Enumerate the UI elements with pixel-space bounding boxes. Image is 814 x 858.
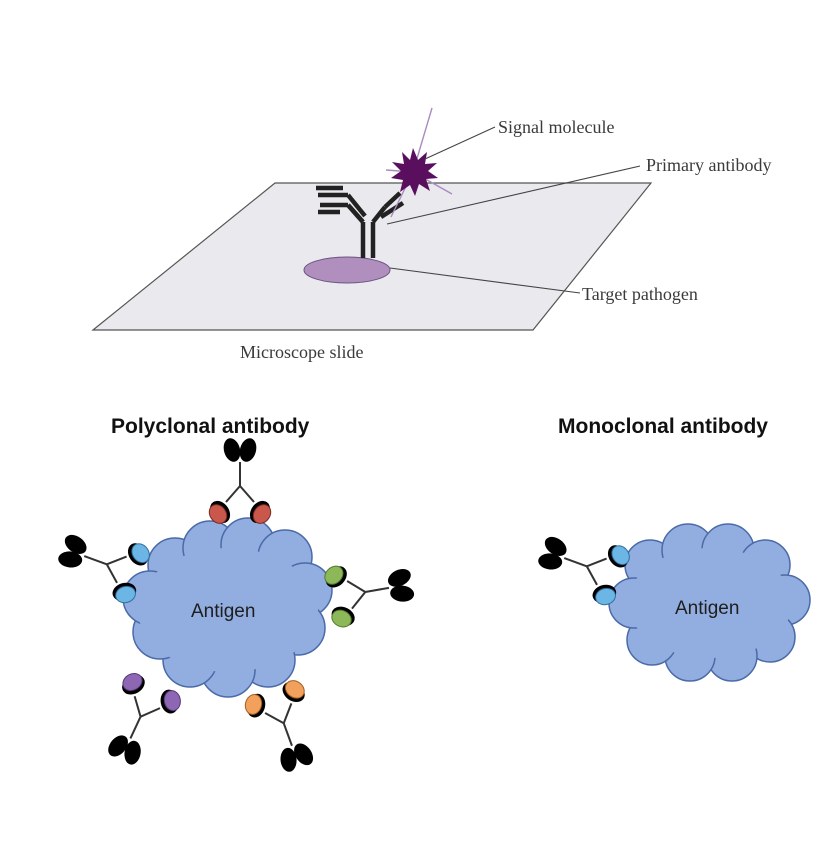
polyclonal-panel: Polyclonal antibody Antigen xyxy=(47,415,422,783)
monoclonal-title: Monoclonal antibody xyxy=(558,415,768,438)
monoclonal-antigen-label: Antigen xyxy=(675,598,739,619)
target-pathogen-label: Target pathogen xyxy=(582,284,698,304)
primary-antibody xyxy=(316,185,405,258)
signal-molecule xyxy=(385,107,453,218)
polyclonal-antigen-label: Antigen xyxy=(191,601,255,622)
polyclonal-title: Polyclonal antibody xyxy=(111,415,310,438)
polyclonal-antigen xyxy=(122,517,333,698)
polyclonal-antibody-bottom-right xyxy=(236,671,334,783)
monoclonal-antibody xyxy=(527,516,639,614)
target-pathogen xyxy=(303,256,391,284)
polyclonal-antibody-bottom-left xyxy=(87,664,190,778)
monoclonal-antigen xyxy=(608,523,811,682)
monoclonal-panel: Monoclonal antibody Antigen xyxy=(527,415,811,682)
leader-lines xyxy=(386,126,641,294)
microscope-slide-illustration: Signal molecule Primary antibody Target … xyxy=(91,107,771,362)
polyclonal-antibody-left xyxy=(47,514,159,612)
polyclonal-antibody-right xyxy=(317,548,422,634)
microscope-slide-label: Microscope slide xyxy=(240,342,363,362)
primary-antibody-label: Primary antibody xyxy=(646,155,771,175)
signal-molecule-label: Signal molecule xyxy=(498,117,614,137)
polyclonal-antibody-top xyxy=(204,435,276,528)
